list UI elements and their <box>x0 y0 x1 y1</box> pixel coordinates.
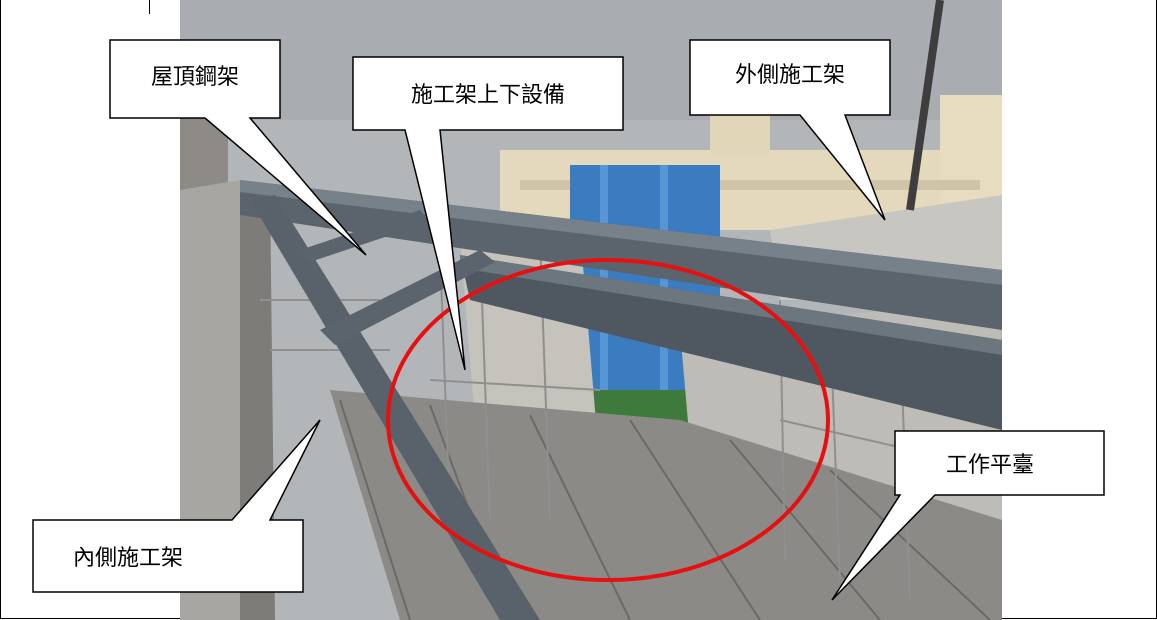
callout-work-platform: 工作平臺 <box>831 430 1105 601</box>
callout-roof-steel: 屋頂鋼架 <box>109 39 367 256</box>
callout-outer-scaffold-label: 外側施工架 <box>735 63 845 88</box>
callout-outer-scaffold: 外側施工架 <box>689 39 891 221</box>
callout-work-platform-label: 工作平臺 <box>946 453 1034 478</box>
callout-lift-equipment-label: 施工架上下設備 <box>411 83 565 108</box>
construction-site-photo <box>180 0 1002 620</box>
callout-inner-scaffold-label: 內側施工架 <box>73 546 183 571</box>
table-top-cell <box>1 0 150 14</box>
callout-inner-scaffold: 內側施工架 <box>32 419 321 593</box>
callout-lift-equipment: 施工架上下設備 <box>352 56 624 371</box>
callout-roof-steel-label: 屋頂鋼架 <box>151 65 239 90</box>
